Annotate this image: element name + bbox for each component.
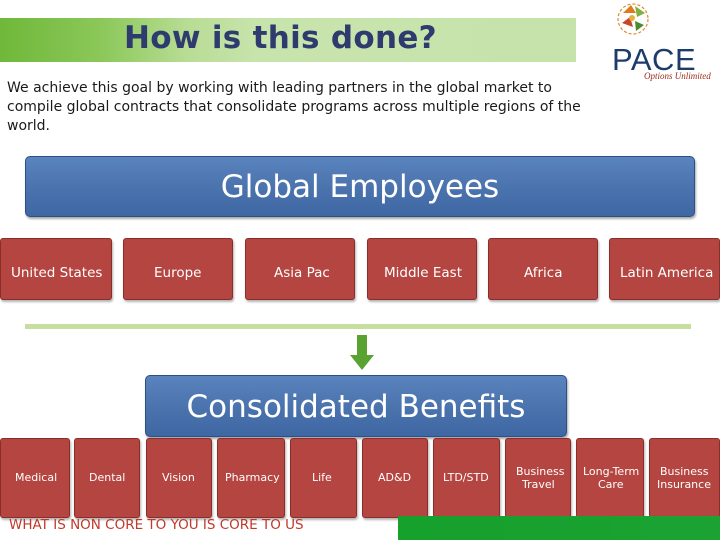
section-divider	[25, 324, 691, 329]
tagline: WHAT IS NON CORE TO YOU IS CORE TO US	[9, 517, 304, 533]
logo-wordmark: PACE	[612, 42, 697, 77]
intro-paragraph: We achieve this goal by working with lea…	[7, 80, 581, 134]
benefit-box-medical: Medical	[0, 438, 70, 518]
logo-tagline: Options Unlimited	[644, 71, 711, 81]
benefit-label: Insurance	[657, 478, 711, 491]
benefit-label: Business	[516, 465, 565, 478]
region-box: Latin America	[609, 238, 720, 300]
benefit-label: Pharmacy	[225, 471, 280, 484]
benefit-box-business-travel: Business Travel	[505, 438, 571, 518]
region-box: Europe	[123, 238, 233, 300]
footer-bar	[398, 516, 720, 540]
benefit-label: Life	[312, 471, 332, 484]
benefit-box-ltd-std: LTD/STD	[433, 438, 500, 518]
benefit-label: AD&D	[378, 471, 412, 484]
benefit-label: Care	[598, 478, 624, 491]
benefit-box-pharmacy: Pharmacy	[217, 438, 285, 518]
benefit-box-add: AD&D	[362, 438, 428, 518]
benefit-box-life: Life	[290, 438, 357, 518]
region-box: Middle East	[367, 238, 477, 300]
region-box: United States	[0, 238, 112, 300]
region-box: Africa	[488, 238, 598, 300]
global-employees-box: Global Employees	[25, 156, 695, 217]
region-box: Asia Pac	[245, 238, 355, 300]
benefit-box-business-insurance: Business Insurance	[649, 438, 720, 518]
benefit-label: Long-Term	[583, 465, 640, 478]
page-title: How is this done?	[124, 20, 437, 56]
benefit-label: Medical	[15, 471, 58, 484]
benefit-label: LTD/STD	[443, 471, 489, 484]
consolidated-benefits-box: Consolidated Benefits	[145, 375, 567, 437]
benefit-label: Dental	[89, 471, 126, 484]
benefit-label: Vision	[162, 471, 195, 484]
down-arrow-icon	[350, 335, 374, 370]
benefit-box-vision: Vision	[146, 438, 212, 518]
benefit-box-dental: Dental	[74, 438, 140, 518]
title-banner	[0, 18, 576, 62]
pace-logo-icon	[617, 3, 649, 35]
benefit-box-long-term-care: Long-Term Care	[576, 438, 644, 518]
benefit-label: Travel	[522, 478, 555, 491]
benefit-label: Business	[660, 465, 709, 478]
